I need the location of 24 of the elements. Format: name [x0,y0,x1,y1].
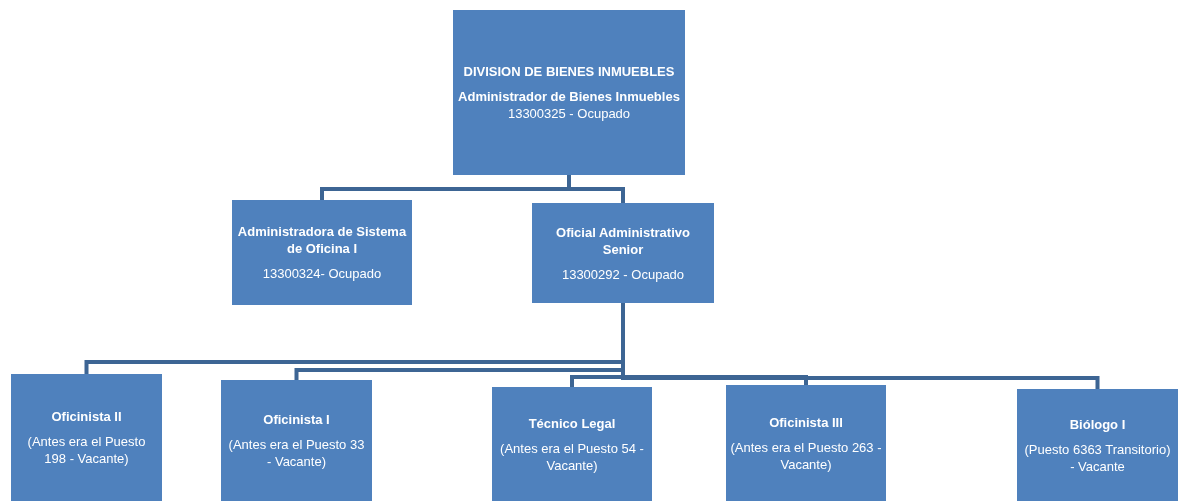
position-detail: (Puesto 6363 Transitorio) - Vacante [1023,440,1172,475]
position-detail: 13300324- Ocupado [262,265,382,282]
position-title: Oficinista I [263,411,330,428]
org-box [221,380,372,501]
position-title: Técnico Legal [528,414,616,432]
position-detail: 13300292 - Ocupado [561,265,685,283]
position-title: Oficinista III [769,413,843,431]
org-box [232,200,412,305]
org-box [1017,389,1178,501]
position-title: Administradora de Sistema de Oficina I [236,223,408,257]
position-title: Oficinista II [51,408,122,425]
org-box [726,385,886,501]
org-box [532,203,714,303]
position-detail: (Antes era el Puesto 54 - Vacante) [499,439,645,474]
position-title: Oficial Administrativo Senior [555,223,691,258]
org-box [453,10,685,175]
position-detail: Administrador de Bienes Inmuebles 13300325 - Ocupado [457,88,681,122]
org-box [11,374,162,501]
position-title: Biólogo I [1069,415,1126,433]
position-detail: (Antes era el Puesto 198 - Vacante) [26,433,147,467]
position-title: DIVISION DE BIENES INMUEBLES [463,63,675,80]
position-detail: (Antes era el Puesto 263 - Vacante) [730,438,882,473]
org-box [492,387,652,501]
position-detail: (Antes era el Puesto 33 - Vacante) [227,436,366,470]
